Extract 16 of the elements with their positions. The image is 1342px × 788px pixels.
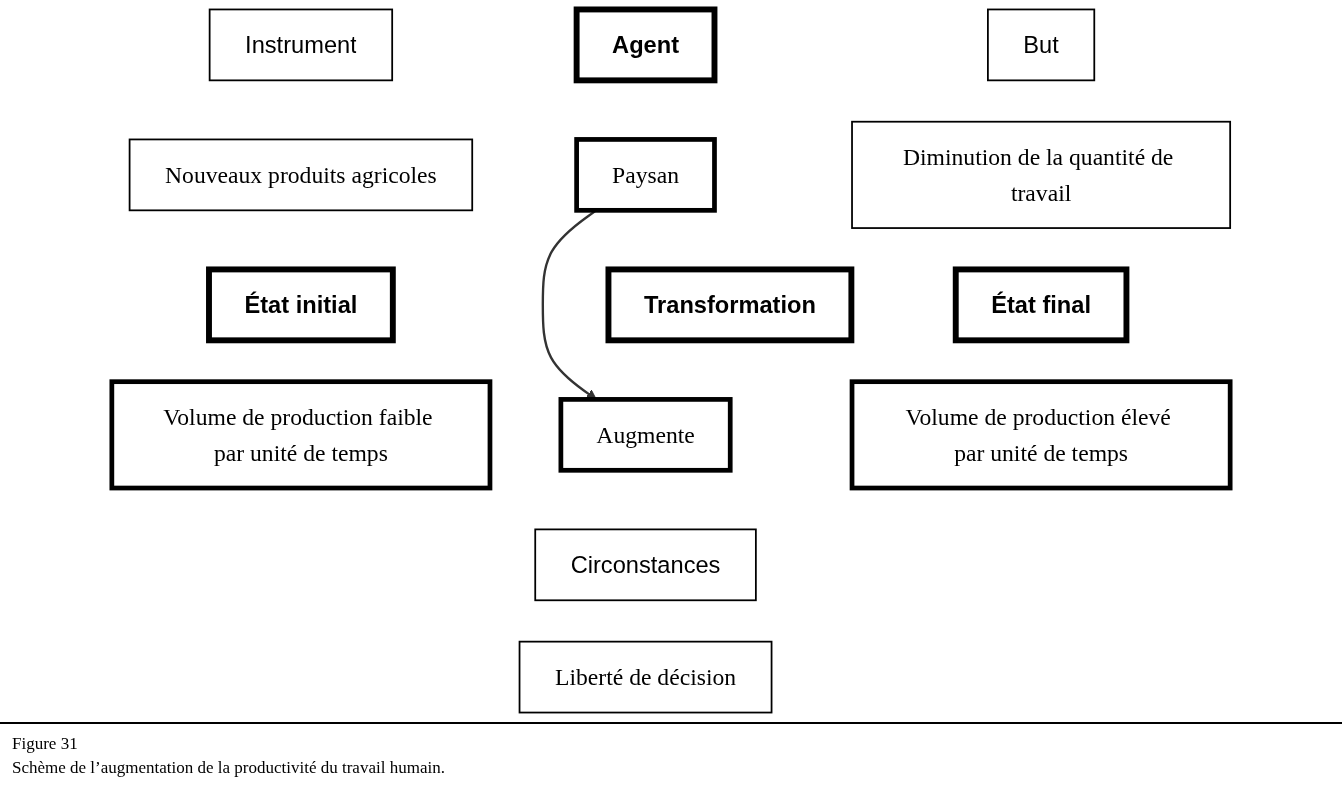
node-box: Instrument xyxy=(208,8,394,82)
node-box: Agent xyxy=(573,6,718,84)
node-box: Circonstances xyxy=(534,528,757,602)
node-box: Nouveaux produits agricoles xyxy=(128,138,474,212)
caption: Schème de l’augmentation de la productivité du travail humain. xyxy=(12,758,446,778)
node-box: Liberté de décision xyxy=(518,640,773,714)
node-box: Augmente xyxy=(558,397,733,473)
node-box: Diminution de la quantité de travail xyxy=(851,120,1232,229)
node-box: Volume de production faible par unité de temps xyxy=(109,379,493,491)
figure-number: Figure 31 xyxy=(12,734,79,754)
node-box: But xyxy=(987,8,1096,82)
node-box: Volume de production élevé par unité de temps xyxy=(849,379,1233,491)
node-box: Transformation xyxy=(605,266,855,344)
node-box: État final xyxy=(952,266,1130,344)
node-box: Paysan xyxy=(574,137,717,213)
node-box: État initial xyxy=(206,266,396,344)
